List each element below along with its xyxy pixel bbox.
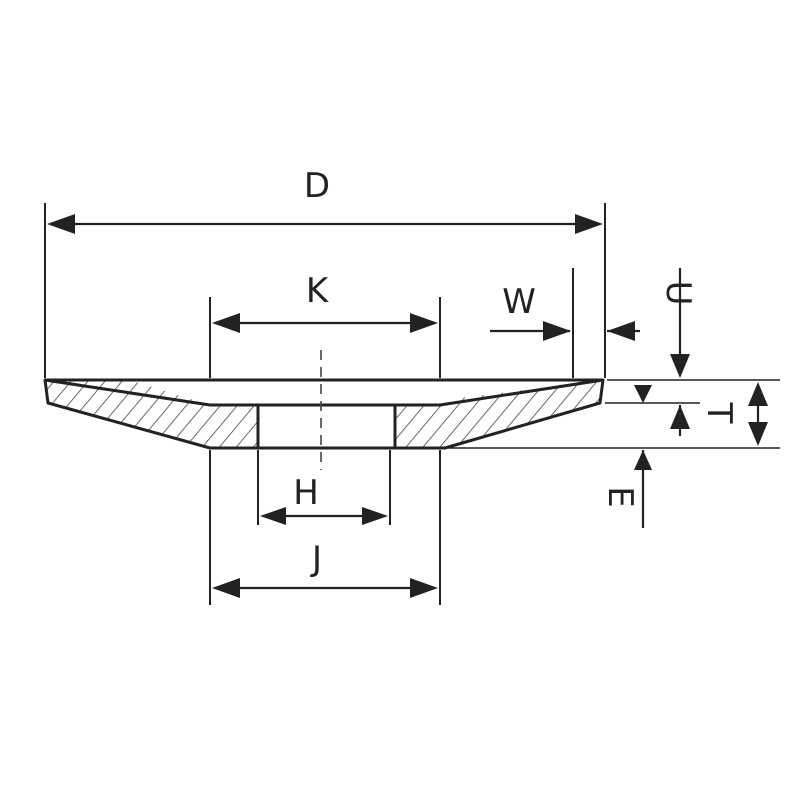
- label-h: H: [293, 473, 319, 513]
- dimension-u: U: [658, 268, 698, 436]
- right-hatched-section: [395, 380, 603, 448]
- cross-section: [43, 350, 605, 470]
- bore: [256, 405, 397, 450]
- dish-recess: [44, 378, 604, 407]
- label-w: W: [502, 282, 536, 322]
- label-u: U: [658, 281, 698, 306]
- label-e: E: [600, 486, 640, 507]
- dimension-t: T: [699, 382, 768, 446]
- dimension-k: K: [212, 271, 438, 333]
- dimension-j: J: [212, 539, 438, 598]
- dimension-e: E: [600, 385, 652, 528]
- dimension-d: D: [47, 166, 603, 234]
- extension-lines: [44, 203, 780, 605]
- dimension-w: W: [490, 282, 640, 341]
- left-hatched-section: [45, 380, 258, 448]
- label-j: J: [310, 539, 322, 579]
- dimension-h: H: [260, 473, 388, 525]
- label-d: D: [304, 166, 330, 206]
- label-t: T: [699, 402, 739, 424]
- label-k: K: [306, 271, 330, 311]
